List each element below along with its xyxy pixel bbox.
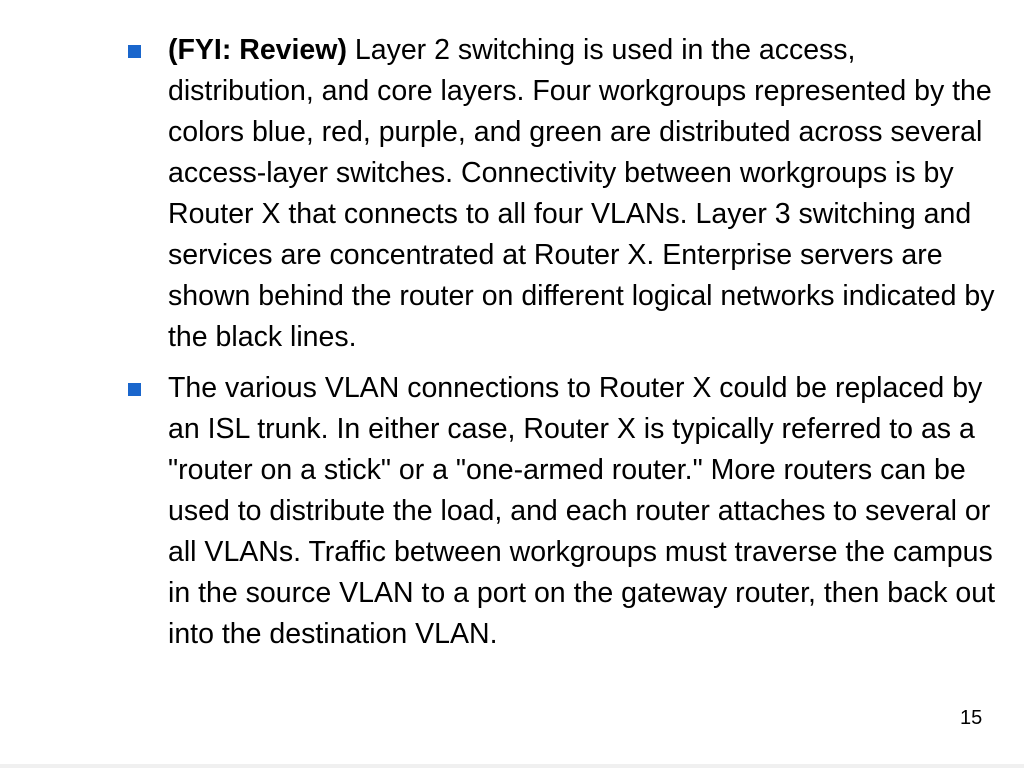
square-bullet-icon	[128, 45, 141, 58]
bullet-text: Layer 2 switching is used in the access,…	[168, 34, 995, 353]
bullet-prefix: (FYI: Review)	[168, 34, 347, 66]
square-bullet-icon	[128, 383, 141, 396]
bullet-item-fyi-review: (FYI: Review) Layer 2 switching is used …	[128, 30, 1008, 358]
bullet-text: The various VLAN connections to Router X…	[168, 372, 996, 650]
footer-divider	[0, 764, 1024, 768]
bullet-list: (FYI: Review) Layer 2 switching is used …	[128, 30, 1008, 665]
page-number: 15	[960, 707, 983, 729]
bullet-item-router-on-a-stick: The various VLAN connections to Router X…	[128, 368, 1008, 655]
